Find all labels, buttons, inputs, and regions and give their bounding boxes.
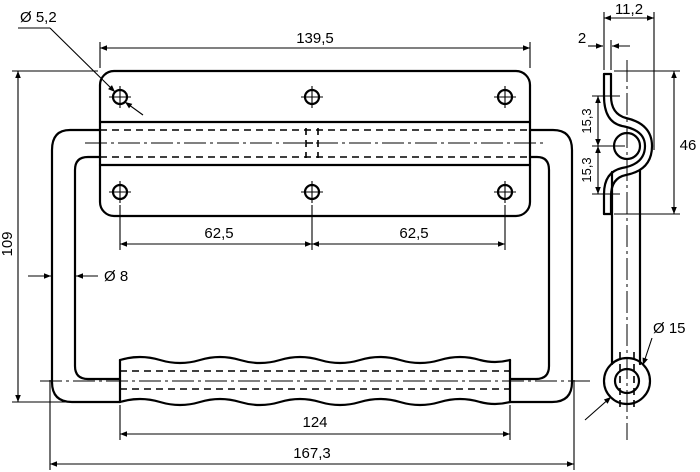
handle-inner-right (508, 155, 551, 381)
side-dimensions: 11,2 2 15,3 15,3 46 Ø 15 (578, 1, 697, 421)
dim-grip-length: 124 (302, 414, 327, 431)
dim-plate-thickness: 2 (578, 30, 586, 47)
grip-sleeve (118, 355, 512, 407)
dim-side-height: 46 (680, 137, 697, 154)
dim-hole-pitch-left: 62,5 (204, 225, 233, 242)
dim-plate-width: 139,5 (296, 30, 334, 47)
mounting-holes (109, 86, 516, 203)
front-view (40, 69, 590, 407)
side-view (602, 60, 654, 440)
dim-hole-pitch-right: 62,5 (399, 225, 428, 242)
dim-pitch-lower: 15,3 (579, 157, 594, 182)
dim-overall-width: 167,3 (293, 445, 331, 462)
dim-hole-diameter: Ø 5,2 (20, 9, 57, 26)
handle-outer (50, 128, 122, 404)
handle-outer-right (508, 128, 574, 404)
dim-pitch-upper: 15,3 (579, 108, 594, 133)
dim-rod-diameter: Ø 8 (104, 268, 128, 285)
dim-eye-diameter: Ø 15 (653, 320, 686, 337)
dim-height: 109 (0, 231, 16, 256)
front-dimensions: 139,5 Ø 5,2 62,5 62,5 109 Ø 8 124 167,3 (0, 9, 575, 470)
handle-inner (73, 155, 122, 381)
dim-side-depth: 11,2 (615, 1, 643, 18)
